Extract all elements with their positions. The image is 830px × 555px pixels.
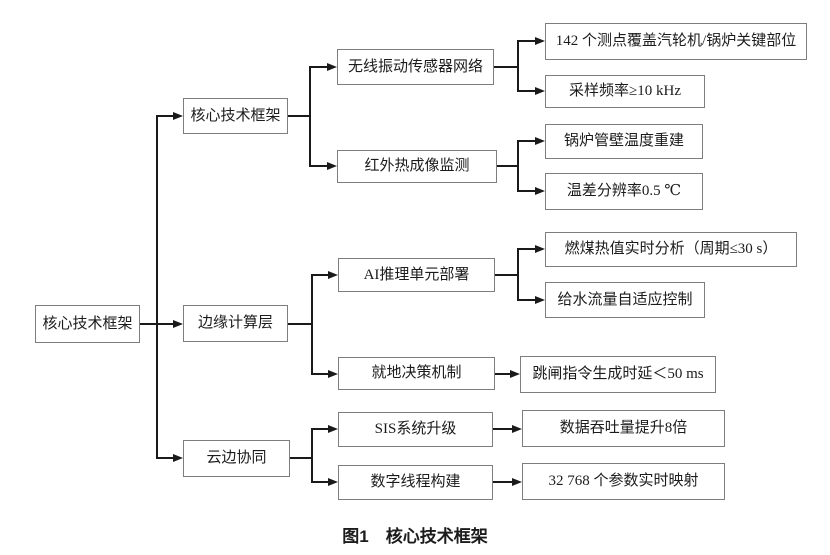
connector-cloud-to-thread [311,458,338,486]
connector-infrared-to-wall [517,137,545,166]
node-local-decision-mechanism: 就地决策机制 [338,357,495,390]
connector-infrared-to-resolution [517,166,545,195]
node-feedwater-adaptive-control: 给水流量自适应控制 [545,282,705,318]
figure-caption: 图1 核心技术框架 [342,527,488,546]
connector-trunk-to-cloud [156,324,183,462]
connector-core-to-wireless [309,63,337,116]
node-cloud-edge-collaboration: 云边协同 [183,440,290,477]
node-ai-inference-unit: AI推理单元部署 [338,258,495,292]
connector-cloud-to-sis [311,425,338,458]
node-parameters-realtime-mapping: 32 768 个参数实时映射 [522,463,725,500]
node-infrared-thermal-imaging: 红外热成像监测 [337,150,497,183]
node-sampling-frequency: 采样频率≥10 kHz [545,75,705,108]
node-edge-computing-layer: 边缘计算层 [183,305,288,342]
node-root-framework: 核心技术框架 [35,305,140,343]
node-temperature-resolution: 温差分辨率0.5 ℃ [545,173,703,210]
connector-ai-to-coal [517,245,545,275]
node-sis-system-upgrade: SIS系统升级 [338,412,493,447]
connector-trunk-to-core [156,112,183,324]
node-trip-command-latency: 跳闸指令生成时延＜50 ms [520,356,716,393]
connector-edge-to-ai [311,271,338,324]
node-wireless-vibration-sensor-network: 无线振动传感器网络 [337,49,494,85]
connector-edge-to-local [311,324,338,378]
node-boiler-wall-temperature-reconstruction: 锅炉管壁温度重建 [545,124,703,159]
connector-core-to-infrared [309,116,337,170]
node-core-tech-framework: 核心技术框架 [183,98,288,134]
connector-wireless-to-points [517,37,545,67]
node-coal-heat-value-analysis: 燃煤热值实时分析（周期≤30 s） [545,232,797,267]
node-data-throughput-increase: 数据吞吐量提升8倍 [522,410,725,447]
node-digital-thread-construction: 数字线程构建 [338,465,493,500]
node-142-measuring-points: 142 个测点覆盖汽轮机/锅炉关键部位 [545,23,807,60]
connector-wireless-to-sampling [517,67,545,95]
connector-ai-to-feedwater [517,275,545,304]
